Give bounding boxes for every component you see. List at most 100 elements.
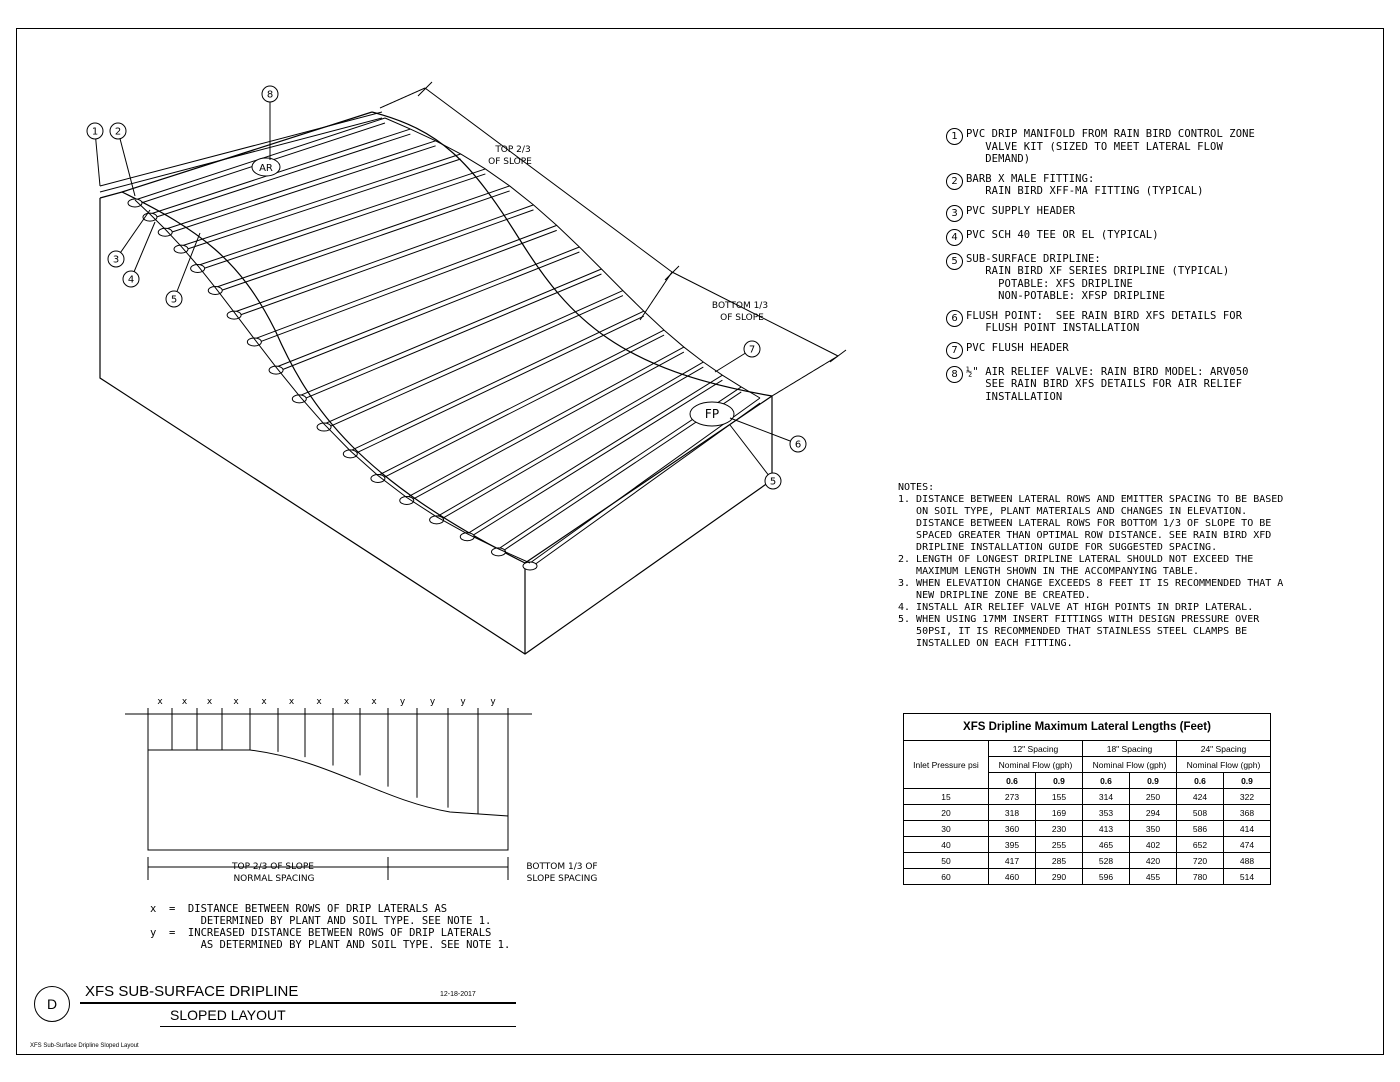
table-cell: 586 xyxy=(1176,820,1224,837)
callout-leader xyxy=(729,424,774,482)
tee-fitting xyxy=(291,394,307,404)
table-cell: 250 xyxy=(1129,788,1177,805)
note-line: DRIPLINE INSTALLATION GUIDE FOR SUGGESTE… xyxy=(898,542,1218,553)
dimension-line-bottom xyxy=(671,271,839,357)
legend-text: SEE RAIN BIRD XFS DETAILS FOR AIR RELIEF xyxy=(966,378,1243,390)
dripline-lateral xyxy=(165,140,436,235)
callout-number: 5 xyxy=(770,477,776,488)
spacing-mark: y xyxy=(490,697,496,707)
legend-text: VALVE KIT (SIZED TO MEET LATERAL FLOW xyxy=(966,140,1223,153)
table-cell: 596 xyxy=(1082,868,1130,885)
legend-text: FLUSH POINT: SEE RAIN BIRD XFS DETAILS F… xyxy=(966,309,1243,322)
tee-fitting xyxy=(342,449,358,459)
table-cell: 474 xyxy=(1223,836,1271,853)
legend-number: 4 xyxy=(946,228,963,246)
dripline-lateral xyxy=(377,329,665,481)
section-bottom-label-line1: BOTTOM 1/3 OF xyxy=(526,862,597,872)
legend-text: PVC SUPPLY HEADER xyxy=(966,204,1076,217)
section-top-label-line1: TOP 2/3 OF SLOPE xyxy=(231,862,314,872)
callout-circle xyxy=(789,435,807,453)
spacing-mark: x xyxy=(233,697,239,707)
legend-text: PVC SCH 40 TEE OR EL (TYPICAL) xyxy=(966,228,1159,241)
table-cell: 360 xyxy=(988,820,1036,837)
note-line: MAXIMUM LENGTH SHOWN IN THE ACCOMPANYING… xyxy=(898,566,1200,577)
file-footer: XFS Sub-Surface Dripline Sloped Layout xyxy=(30,1043,139,1049)
dripline-lateral xyxy=(233,204,534,318)
table-cell: 652 xyxy=(1176,836,1224,853)
table-flow-value: 0.6 xyxy=(988,772,1036,789)
definition-line: AS DETERMINED BY PLANT AND SOIL TYPE. SE… xyxy=(150,939,511,951)
callout-circle xyxy=(107,250,125,268)
legend-text: PVC FLUSH HEADER xyxy=(966,341,1069,354)
table-pressure-cell: 20 xyxy=(903,804,989,821)
legend-text: SUB-SURFACE DRIPLINE: xyxy=(966,252,1101,265)
spacing-definitions: x = DISTANCE BETWEEN ROWS OF DRIP LATERA… xyxy=(150,903,510,951)
table-cell: 508 xyxy=(1176,804,1224,821)
legend-number: 1 xyxy=(946,128,963,145)
section-profile xyxy=(147,749,509,851)
table-flow-value: 0.9 xyxy=(1129,772,1177,789)
drawing-title: XFS SUB-SURFACE DRIPLINE xyxy=(85,983,299,1000)
table-cell: 255 xyxy=(1035,836,1083,853)
table-cell: 780 xyxy=(1176,868,1224,885)
definition-line: DETERMINED BY PLANT AND SOIL TYPE. SEE N… xyxy=(150,915,492,927)
dripline-lateral xyxy=(350,310,644,457)
legend-number: 3 xyxy=(946,204,963,222)
bottom-slope-label-line2: OF SLOPE xyxy=(720,313,764,323)
callout-leader xyxy=(729,417,799,445)
legend-number: 5 xyxy=(946,252,963,270)
dripline-lateral xyxy=(197,168,486,271)
legend-number: 7 xyxy=(946,341,963,359)
callout-number: 1 xyxy=(92,127,98,138)
table-cell: 230 xyxy=(1035,820,1083,837)
flush-header-curve xyxy=(384,117,761,399)
tee-fitting xyxy=(522,561,538,571)
callout-circle xyxy=(109,122,127,140)
spacing-mark: y xyxy=(430,697,436,707)
dripline-lateral xyxy=(529,397,761,569)
table-cell: 465 xyxy=(1082,836,1130,853)
drawing-border xyxy=(16,28,1384,1055)
callout-circle xyxy=(743,340,761,358)
table-flow-value: 0.9 xyxy=(1223,772,1271,789)
top-slope-label-line1: TOP 2/3 xyxy=(494,145,530,155)
spacing-mark: x xyxy=(289,697,295,707)
dripline-lateral xyxy=(467,374,723,540)
title-underline xyxy=(80,1002,516,1004)
callout-leader xyxy=(94,130,101,187)
table-pressure-cell: 40 xyxy=(903,836,989,853)
table-cell: 294 xyxy=(1129,804,1177,821)
table-cell: 413 xyxy=(1082,820,1130,837)
table-flow-value: 0.9 xyxy=(1035,772,1083,789)
dimension-line-top xyxy=(424,87,673,273)
lateral-length-table: XFS Dripline Maximum Lateral Lengths (Fe… xyxy=(903,713,1271,885)
callout-leader xyxy=(130,221,156,280)
air-relief-marker xyxy=(251,157,281,177)
table-pressure-cell: 60 xyxy=(903,868,989,885)
note-line: ON SOIL TYPE, PLANT MATERIALS AND CHANGE… xyxy=(898,506,1248,517)
note-line: 50PSI, IT IS RECOMMENDED THAT STAINLESS … xyxy=(898,626,1248,637)
spacing-mark: x xyxy=(261,697,267,707)
spacing-mark: y xyxy=(460,697,466,707)
legend-text: FLUSH POINT INSTALLATION xyxy=(966,322,1140,334)
callout-number: 2 xyxy=(115,127,121,138)
callout-number: 7 xyxy=(749,345,755,356)
table-cell: 417 xyxy=(988,852,1036,869)
table-cell: 414 xyxy=(1223,820,1271,837)
title-block: D XFS SUB-SURFACE DRIPLINE 12-18-2017 SL… xyxy=(30,980,516,1030)
callout-leader xyxy=(173,232,201,300)
spacing-mark: x xyxy=(371,697,377,707)
table-spacing-12: 12" Spacing xyxy=(988,740,1083,757)
table-flow-value: 0.6 xyxy=(1082,772,1130,789)
callout-number: 5 xyxy=(171,295,177,306)
